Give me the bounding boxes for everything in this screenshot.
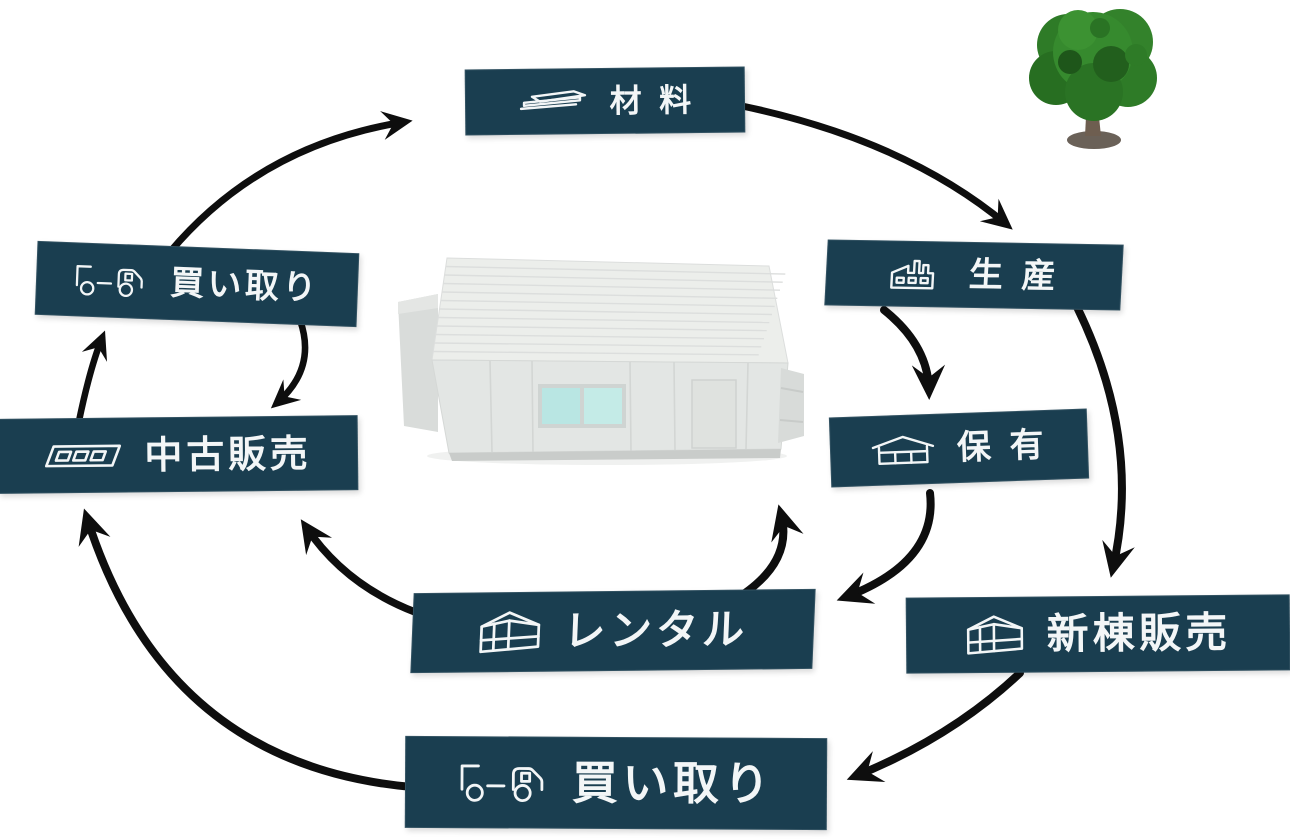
factory-icon	[890, 259, 935, 290]
arrow-usedsales-to-buybackleft	[75, 330, 108, 425]
node-label: 買い取り	[169, 262, 321, 309]
node-label: レンタル	[562, 604, 750, 656]
node-rental: レンタル	[410, 588, 816, 674]
arrow-rental-to-usedsales	[300, 519, 419, 616]
node-label: 保 有	[956, 424, 1048, 469]
arrow-materials-to-production	[738, 102, 1013, 230]
building-icon	[966, 615, 1023, 655]
arrow-buybackleft-to-usedsales	[270, 316, 309, 409]
node-holding: 保 有	[828, 408, 1090, 488]
node-label: 買い取り	[571, 755, 775, 811]
container-house-model-photo	[398, 257, 804, 465]
node-materials: 材 料	[464, 66, 746, 136]
node-buyback-bottom: 買い取り	[404, 735, 828, 831]
node-label: 新棟販売	[1046, 607, 1232, 659]
arrow-buybackbottom-to-usedsales	[78, 508, 416, 791]
arrow-holding-to-rental	[836, 489, 935, 604]
building-icon	[478, 611, 540, 654]
node-production: 生 産	[824, 239, 1124, 311]
truck-icon	[75, 265, 144, 298]
arrow-production-to-holding	[880, 306, 946, 400]
arrow-rental-to-holding	[732, 504, 804, 603]
node-label: 材 料	[609, 81, 695, 120]
warehouse-icon	[871, 435, 935, 465]
container-icon	[45, 444, 122, 467]
node-new-sales: 新棟販売	[905, 594, 1290, 674]
sheet-materials-icon	[519, 90, 586, 111]
node-used-sales: 中古販売	[0, 415, 359, 494]
miniature-tree-photo	[1029, 9, 1157, 149]
node-buyback-left: 買い取り	[34, 240, 360, 328]
node-label: 中古販売	[144, 431, 312, 477]
truck-icon	[460, 764, 544, 802]
arrow-buybackleft-to-materials	[166, 111, 413, 256]
node-label: 生 産	[967, 254, 1061, 297]
arrow-newsales-to-buybackbottom	[846, 669, 1024, 783]
